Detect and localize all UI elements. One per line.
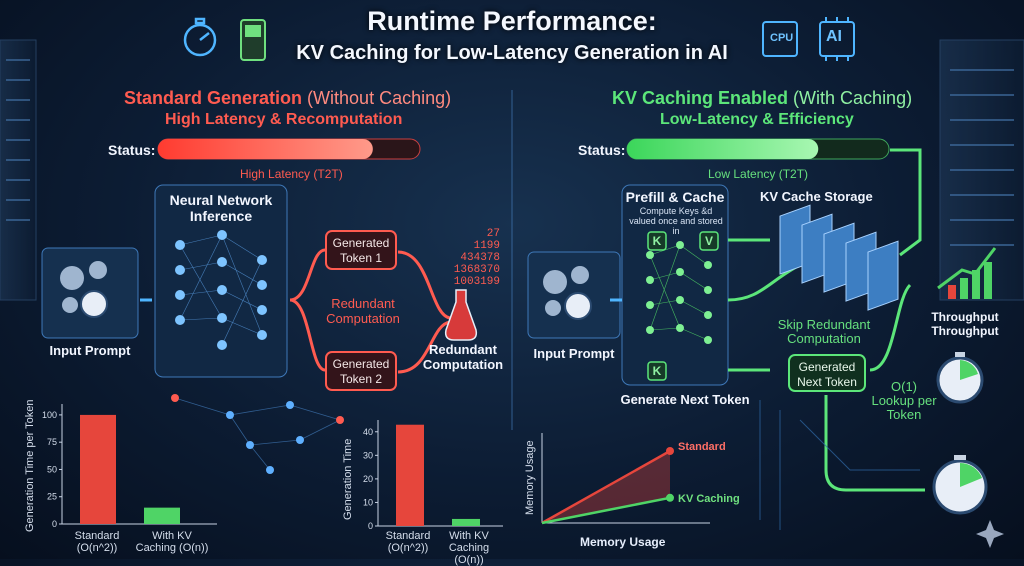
standard-heading: Standard Generation (Without Caching) [124,88,452,108]
status-bar-standard-fill [158,139,373,159]
y-tick-label: 100 [42,410,57,420]
chart3-legend-cached: KV Caching [678,493,740,505]
y-tick-label: 0 [368,521,373,531]
ai-chip-icon [819,17,855,61]
digits-overflow: 27 1199 434378 1368370 1003199 [453,228,500,288]
nn-nodes-right [646,241,712,344]
chart-token-time-svg: 0 25 50 75 100 [42,404,217,529]
generated-next-token: Generated Next Token [788,354,866,392]
y-tick-label: 0 [52,519,57,529]
server-rack-left [0,39,37,301]
cpu-icon [762,21,798,57]
kv-key-box [647,231,719,381]
k-label-bottom: K [652,364,662,378]
bar-0 [396,424,424,526]
prefill-title: Prefill & Cache [625,189,725,205]
kv-storage-title: KV Cache Storage [760,189,873,204]
series-line-0 [541,449,671,525]
nn-graph-right [649,244,709,341]
k-label: K [652,234,662,248]
series-point-0 [666,447,674,455]
kv-cache-storage-icon [779,204,899,311]
series-line-1 [541,496,671,525]
generated-token-1: Generated Token 1 [325,230,397,270]
ai-label: AI [826,28,842,45]
throughput-chart-icon [937,247,997,299]
standard-status-label: Status: [108,142,156,158]
chart1-cat-standard: Standard (O(n^2)) [74,530,120,554]
chart2-cat-standard: Standard (O(n^2)) [385,530,431,554]
v-label: V [704,234,713,248]
y-tick-label: 30 [363,450,373,460]
nn-graph-left [179,234,263,346]
y-tick-label: 25 [47,492,57,502]
input-prompt-label-right: Input Prompt [533,346,615,361]
bar-1 [452,518,480,526]
input-prompt-label-left: Input Prompt [49,343,131,358]
arrow-token1-to-flask [397,250,451,320]
chart-generation-time: 0 10 20 30 40 Generation Time Standard (O(n^… [338,410,508,566]
standard-subheading: High Latency & Recomputation [165,111,403,128]
bar-1 [144,507,180,524]
cached-status-caption: Low Latency (T2T) [708,167,809,181]
chart2-cat-cached: With KV Caching (O(n)) [448,530,490,566]
lookup-label: O(1) Lookup per Token [871,379,937,422]
y-tick-label: 10 [363,497,373,507]
arrow-status-to-storage [890,148,922,257]
gears-clock-icon-left [60,261,108,318]
bar-0 [80,414,116,524]
prefill-desc: Compute Keys &d valued once and stored i… [629,206,723,236]
chart-memory: Memory Usage Memory Usage Standard KV Ca… [520,425,750,557]
chart1-ylabel: Generation Time per Token [24,399,36,532]
nn-panel [154,184,288,378]
series-point-1 [666,493,674,502]
y-tick-label: 40 [363,427,373,437]
chart3-ylabel: Memory Usage [524,440,536,515]
flask-icon [444,289,478,341]
gears-clock-icon-right [543,266,592,320]
stopwatch-green-icon [936,352,984,404]
redundant-computation-right: Redundant Computation [422,342,504,372]
redundant-computation-mid: Redundant Computation [326,296,400,326]
chart3-xlabel: Memory Usage [580,535,666,549]
y-tick-label: 50 [47,464,57,474]
chart3-legend-standard: Standard [678,441,726,453]
chart2-ylabel: Generation Time [342,438,354,520]
server-rack-right [939,39,1024,301]
status-bar-cached-fill [627,139,819,159]
page-title: Runtime Performance: [367,6,657,36]
chart-memory-svg [541,433,710,525]
page-subtitle: KV Caching for Low-Latency Generation in… [296,42,728,64]
generated-token-2: Generated Token 2 [325,351,397,391]
arrow-to-token2 [289,298,326,372]
arrow-token2-to-flask [397,320,451,374]
chart-token-time: 0 25 50 75 100 Generation Time per Token Sta… [22,392,222,558]
standard-status-caption: High Latency (T2T) [240,167,343,181]
network-nodes-bottom-left [226,401,304,474]
decor-sparkle-icon [976,520,1004,548]
y-tick-label: 75 [47,437,57,447]
chart-generation-time-svg: 0 10 20 30 40 [363,420,503,531]
arrow-lookup-to-timer [824,395,925,492]
stopwatch-icon [183,17,217,57]
nn-title: Neural Network Inference [169,192,273,224]
arrow-to-throughput [869,283,912,372]
cached-subheading: Low-Latency & Efficiency [660,111,854,128]
network-graph-bottom-left [174,397,341,471]
y-tick-label: 20 [363,474,373,484]
circuit-lines [759,400,920,530]
generate-next-token-label: Generate Next Token [620,392,750,407]
cached-status-label: Status: [578,142,626,158]
nn-nodes-left [175,230,267,350]
chart1-cat-cached: With KV Caching (O(n)) [135,530,209,554]
cached-heading: KV Caching Enabled (With Caching) [612,88,913,108]
skip-redundant-label: Skip Redundant Computation [777,317,871,346]
stopwatch-large-icon [932,455,988,515]
phone-icon [240,19,266,61]
arrow-to-token1 [289,248,326,302]
cpu-label: CPU [770,32,794,44]
